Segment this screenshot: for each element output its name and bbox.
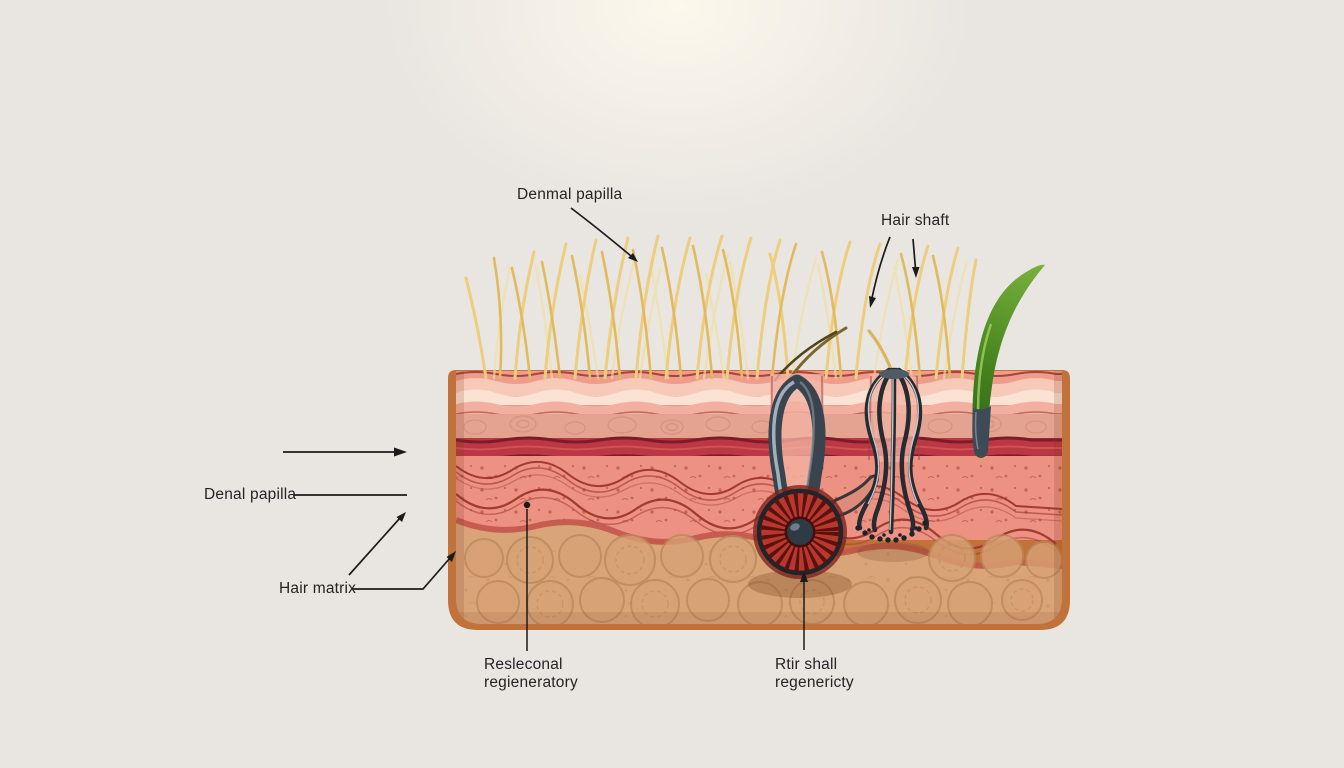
hair-strands (464, 234, 978, 382)
label-regeneration-left: Resleconal regieneratory (484, 656, 578, 691)
arrow-hair-shaft-short (912, 238, 917, 271)
label-dermal-papilla-left: Denal papilla (204, 486, 297, 503)
arrow-hair-shaft-long (870, 236, 891, 304)
annotation-arrows (283, 207, 920, 651)
crimson-band (456, 436, 1062, 460)
label-dermal-papilla-top: Denmal papilla (517, 186, 623, 203)
follicle-bulb (753, 485, 847, 579)
dermal-papilla-sphere (787, 519, 813, 545)
hair-follicle-loop (748, 374, 879, 598)
fat-lobules (464, 534, 1062, 624)
papillary-layer (456, 414, 1062, 440)
arrow-diagonal-up (348, 517, 401, 576)
hypodermis-layer (456, 517, 1062, 624)
label-regeneration-right: Rtir shall regenericty (775, 656, 854, 691)
label-hair-shaft: Hair shaft (881, 212, 950, 229)
whisk-beads (855, 520, 928, 543)
skin-block (448, 370, 1070, 630)
arrow-hair-matrix (352, 557, 451, 590)
arrow-dermal-papilla-top (570, 207, 632, 257)
label-hair-matrix: Hair matrix (279, 580, 357, 597)
hair-follicle-whisk (855, 367, 929, 562)
green-hair-blade (972, 264, 1045, 458)
